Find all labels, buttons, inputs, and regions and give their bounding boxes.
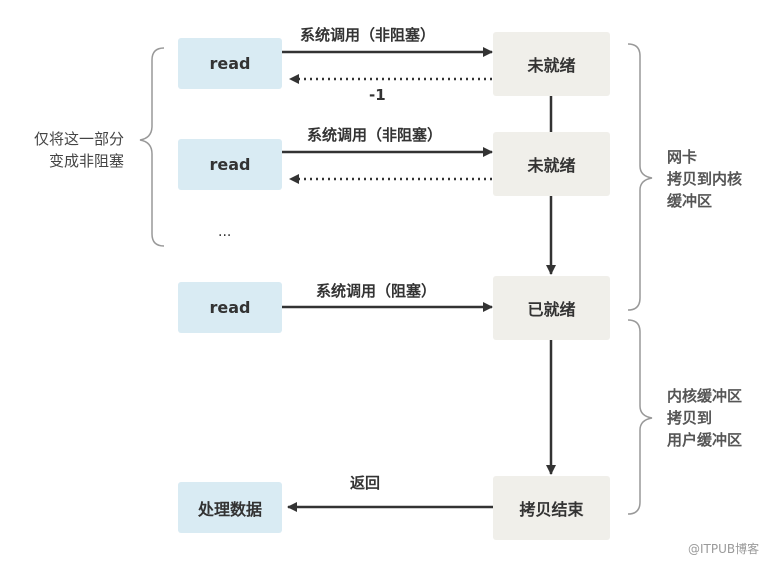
read-box-3: read [178, 282, 282, 333]
left-annotation-line-2: 变成非阻塞 [48, 152, 124, 170]
syscall-block-label: 系统调用（阻塞） [316, 282, 437, 300]
left-brace [139, 47, 165, 247]
not-ready-box-1: 未就绪 [493, 32, 610, 96]
watermark: @ITPUB博客 [688, 542, 760, 556]
right-brace-bottom [627, 319, 653, 515]
right-top-line-1: 网卡 [667, 148, 698, 166]
right-annotation-top: 网卡 拷贝到内核 缓冲区 [667, 146, 742, 212]
right-bottom-line-1: 内核缓冲区 [667, 387, 743, 405]
read-box-1: read [178, 38, 282, 89]
right-top-line-2: 拷贝到内核 [667, 170, 743, 188]
syscall-nonblock-label-1: 系统调用（非阻塞） [300, 26, 436, 44]
not-ready-box-2: 未就绪 [493, 132, 610, 196]
right-annotation-bottom: 内核缓冲区 拷贝到 用户缓冲区 [667, 385, 742, 451]
syscall-nonblock-label-2: 系统调用（非阻塞） [307, 126, 443, 144]
read-box-2: read [178, 139, 282, 190]
return-value-label: -1 [369, 86, 386, 104]
copy-end-box: 拷贝结束 [493, 476, 610, 540]
right-brace-top [627, 43, 653, 311]
process-data-box: 处理数据 [178, 482, 282, 533]
right-bottom-line-2: 拷贝到 [667, 409, 713, 427]
left-annotation-line-1: 仅将这一部分 [33, 130, 124, 148]
left-annotation: 仅将这一部分 变成非阻塞 [16, 128, 124, 172]
right-bottom-line-3: 用户缓冲区 [667, 431, 743, 449]
return-label: 返回 [350, 474, 381, 492]
ready-box: 已就绪 [493, 276, 610, 340]
right-top-line-3: 缓冲区 [667, 192, 713, 210]
ellipsis-label: ... [218, 224, 232, 240]
